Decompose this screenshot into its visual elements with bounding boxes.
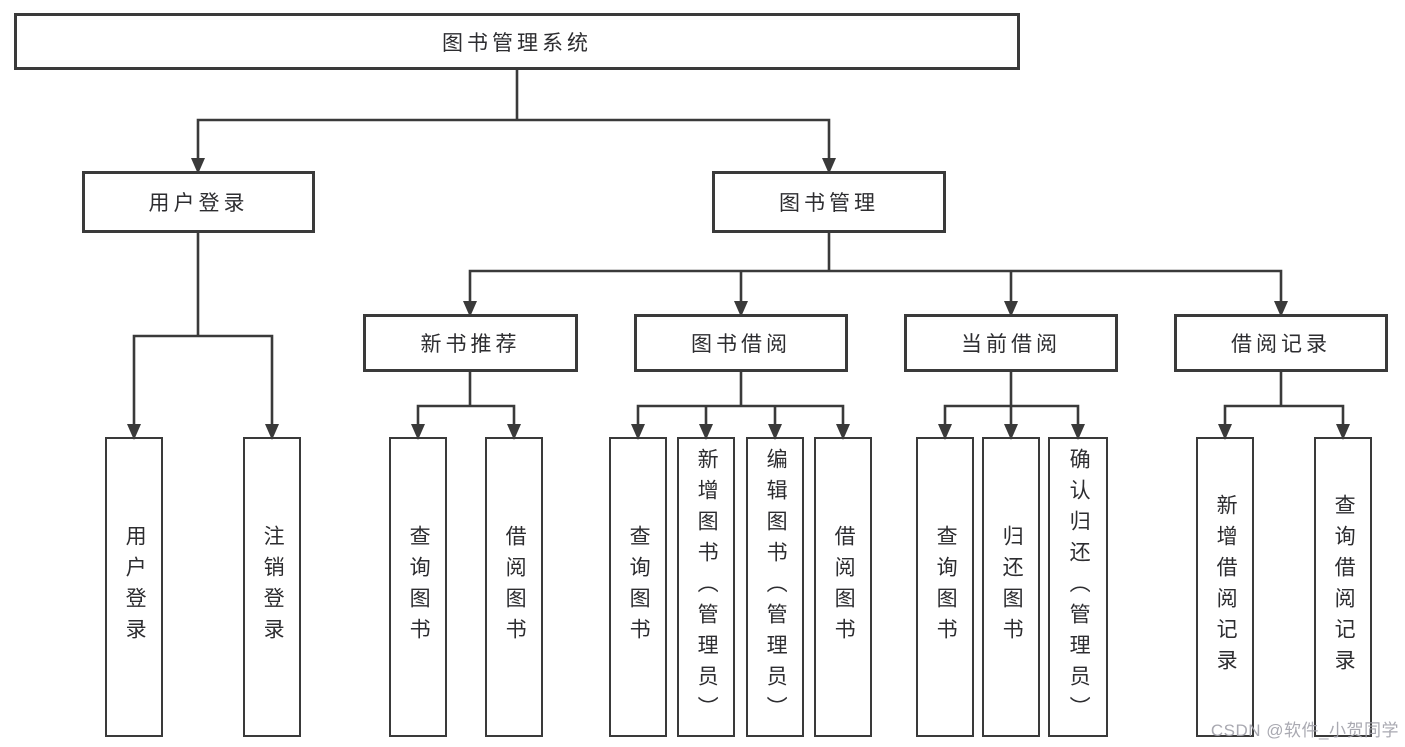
node-current-return-books: 归还图书 [982,437,1040,737]
node-label: 查询图书 [934,525,958,649]
connector-borrowing-records-children [1218,372,1350,440]
node-label: 图书管理系统 [442,31,592,55]
node-label: 查询借阅记录 [1332,494,1356,680]
node-current-query-books: 查询图书 [916,437,974,737]
node-library-management-system: 图书管理系统 [14,13,1020,70]
connector-book-management-children [463,233,1288,317]
node-label: 当前借阅 [961,333,1061,356]
node-label: 查询图书 [627,525,651,649]
node-newrec-query-books: 查询图书 [389,437,447,737]
node-borrow-borrow-books: 借阅图书 [814,437,872,737]
node-label: 借阅记录 [1231,333,1331,356]
node-label: 确认归还（管理员） [1067,447,1091,727]
node-borrowing-records: 借阅记录 [1174,314,1388,372]
node-label: 新书推荐 [420,333,521,356]
connector-new-book-children [411,372,521,440]
node-label: 用户登录 [123,525,147,649]
node-label: 新增借阅记录 [1214,494,1238,680]
csdn-watermark: CSDN @软件_小贺同学 [1210,721,1399,740]
node-label: 注销登录 [261,525,285,649]
node-label: 新增图书（管理员） [695,447,719,727]
node-book-borrowing: 图书借阅 [634,314,848,372]
node-user-login: 用户登录 [82,171,315,233]
node-label: 编辑图书（管理员） [764,447,788,727]
connector-current-borrowing-children [938,372,1085,440]
node-label: 图书借阅 [691,333,791,356]
node-current-confirm-return-admin: 确认归还（管理员） [1048,437,1108,737]
node-label: 归还图书 [1000,525,1024,649]
connector-book-borrowing-children [631,372,850,440]
node-newrec-borrow-books: 借阅图书 [485,437,543,737]
node-borrow-edit-books-admin: 编辑图书（管理员） [746,437,804,737]
node-label: 图书管理 [779,192,879,215]
node-label: 借阅图书 [503,525,527,649]
node-leaf-user-login: 用户登录 [105,437,163,737]
node-book-management: 图书管理 [712,171,946,233]
node-borrow-query-books: 查询图书 [609,437,667,737]
node-label: 用户登录 [148,192,249,215]
node-current-borrowing: 当前借阅 [904,314,1118,372]
node-records-query-record: 查询借阅记录 [1314,437,1372,737]
node-borrow-add-books-admin: 新增图书（管理员） [677,437,735,737]
node-records-add-record: 新增借阅记录 [1196,437,1254,737]
node-label: 借阅图书 [832,525,856,649]
connector-user-login-children [127,233,279,440]
connector-root-to-level2 [191,70,836,174]
node-leaf-logout: 注销登录 [243,437,301,737]
node-new-book-recommend: 新书推荐 [363,314,578,372]
node-label: 查询图书 [407,525,431,649]
